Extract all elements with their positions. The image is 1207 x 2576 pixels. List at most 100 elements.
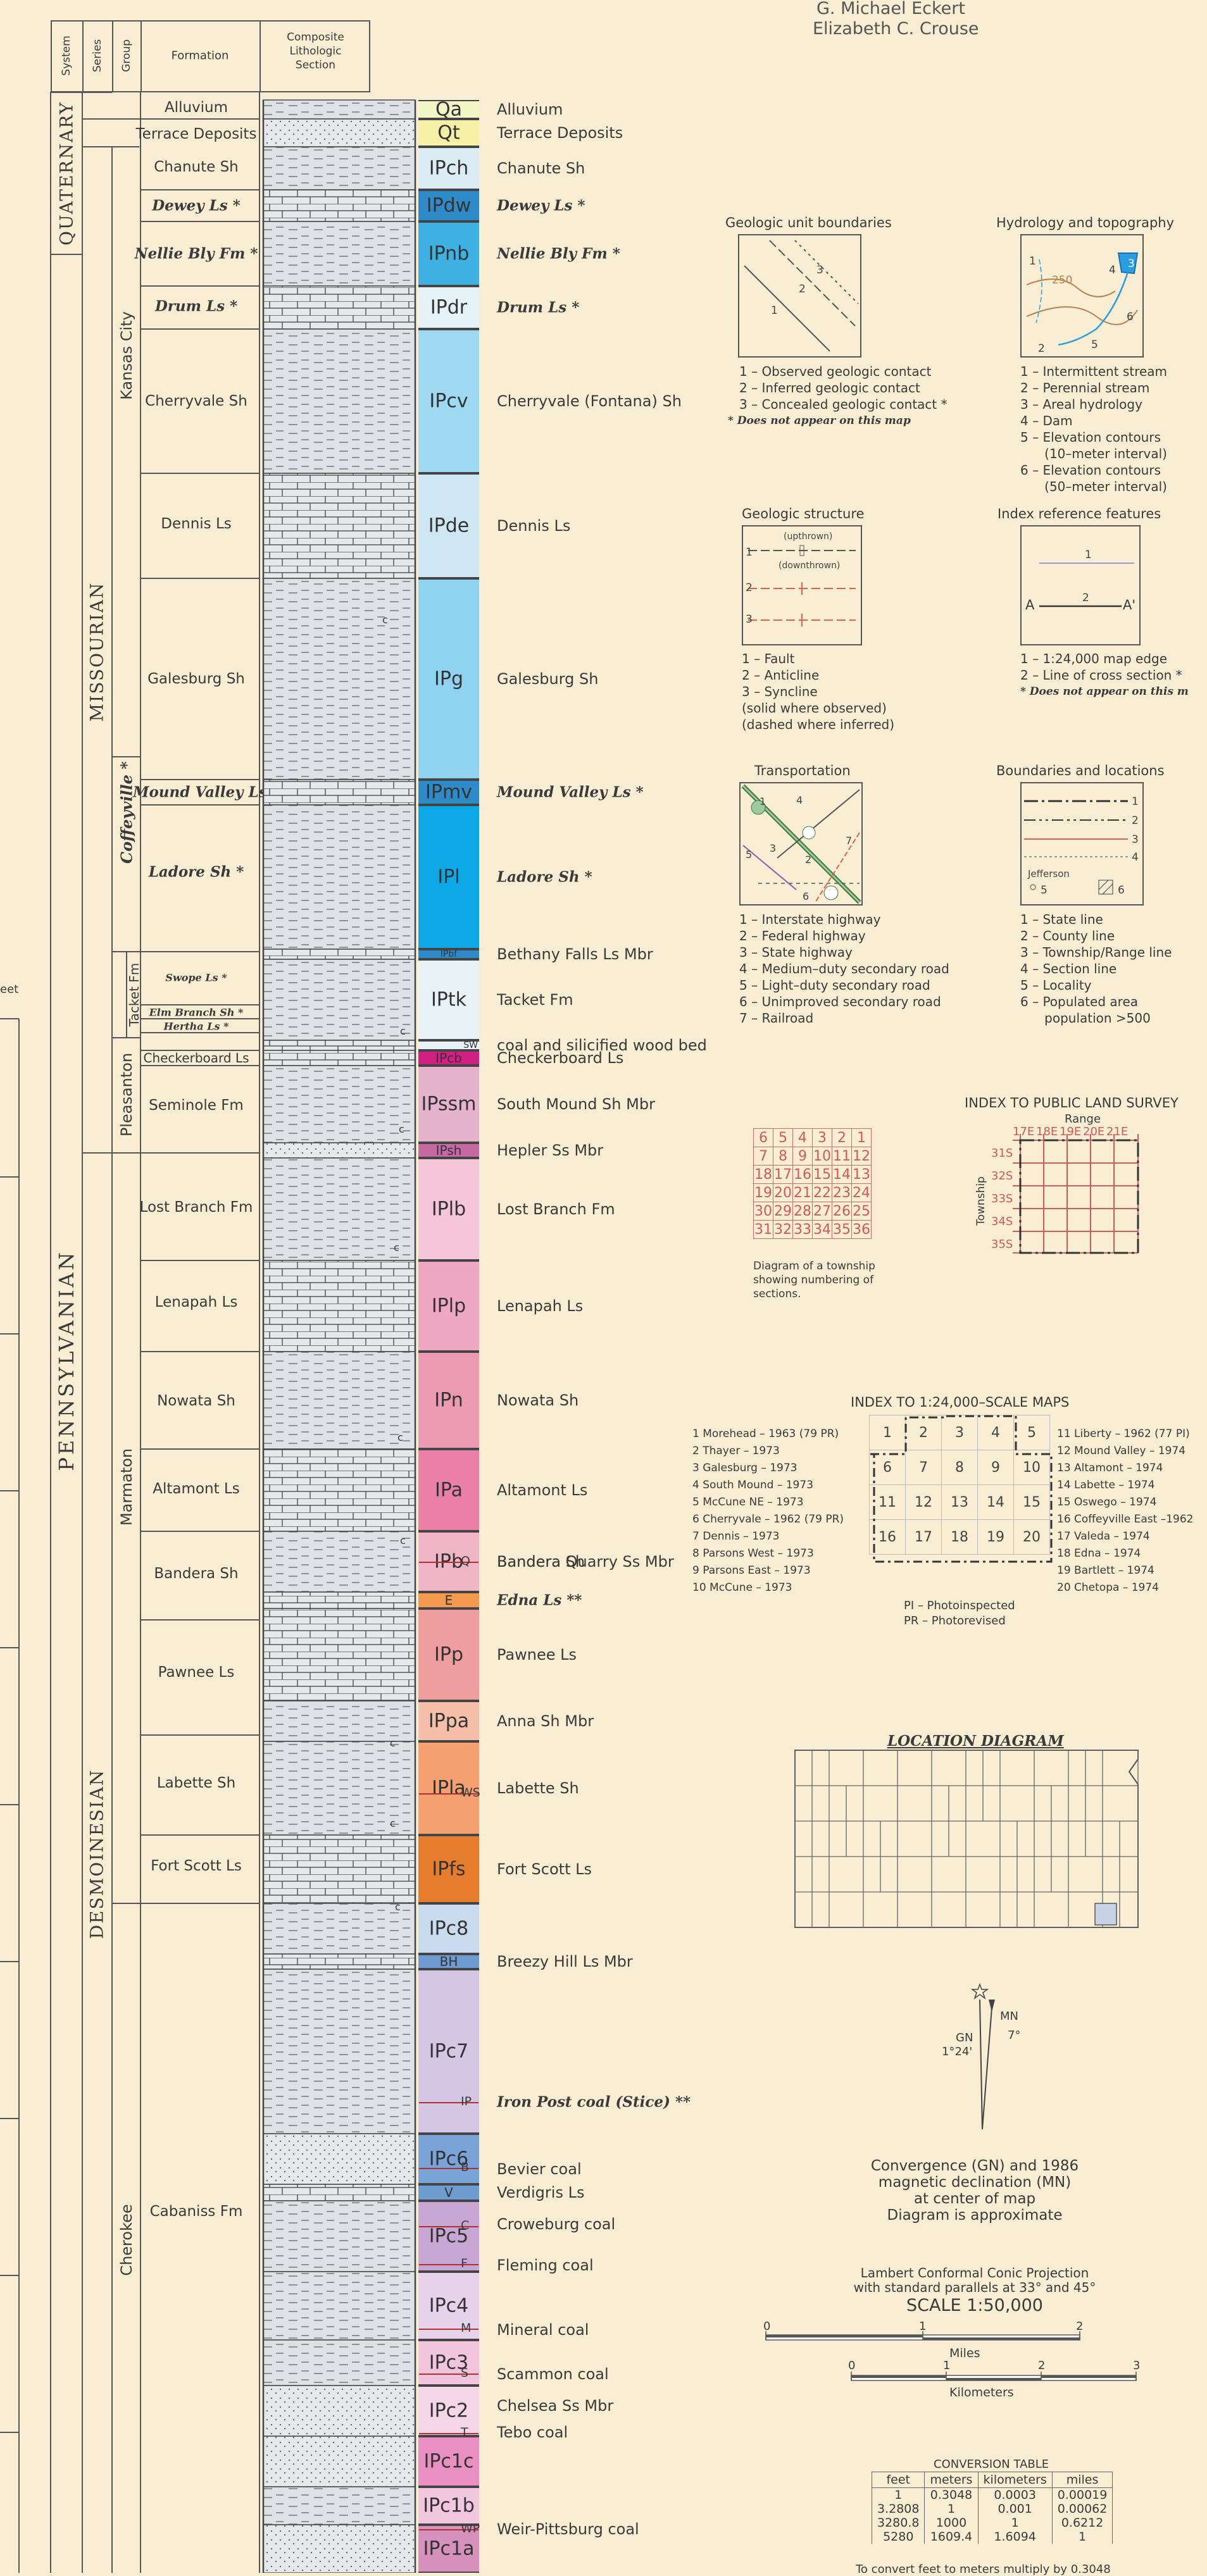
svg-text:2: 2 <box>1038 342 1045 355</box>
plss-range: 21E <box>1106 1126 1128 1138</box>
map-unit-name: Chanute Sh <box>497 159 585 177</box>
legend-item: 2 – Federal highway <box>739 928 866 944</box>
coal-marker: c <box>395 1901 401 1913</box>
svg-text:4: 4 <box>1132 851 1139 864</box>
map-unit-name: Alluvium <box>497 101 563 118</box>
township-section: 25 <box>852 1202 872 1221</box>
legend-item: 2 – Anticline <box>742 667 819 683</box>
legend-item: 6 – Elevation contours <box>1020 462 1161 478</box>
township-section: 8 <box>773 1147 793 1166</box>
township-section: 32 <box>773 1221 793 1239</box>
legend-item: 1 – Observed geologic contact <box>739 363 932 380</box>
north-caption: at center of map <box>914 2191 1035 2207</box>
scale-tick: 3 <box>1133 2359 1140 2372</box>
township-section: 31 <box>754 1221 773 1239</box>
bed-marker-line <box>419 2226 478 2227</box>
section-label-a: A <box>1025 597 1034 613</box>
map-unit-box: BH <box>418 1954 479 1969</box>
map-unit-name: Mound Valley Ls * <box>497 784 644 801</box>
formation-name: Cabaniss Fm <box>133 2203 260 2220</box>
map-unit-name: Anna Sh Mbr <box>497 1712 594 1730</box>
scale-tick: 1 <box>919 2320 926 2333</box>
plss-range: 19E <box>1060 1126 1081 1138</box>
formation-name: Cherryvale Sh <box>133 393 260 409</box>
bed-marker-label: WP <box>461 2522 480 2536</box>
bed-marker-line <box>419 2374 478 2375</box>
north-caption: Convergence (GN) and 1986 <box>871 2158 1079 2174</box>
conversion-cell: 1609.4 <box>925 2530 978 2544</box>
map-unit-name: South Mound Sh Mbr <box>497 1095 655 1113</box>
map-unit-name: Hepler Ss Mbr <box>497 1142 603 1159</box>
legend-note: * Does not appear on this map <box>728 413 911 429</box>
svg-text:6: 6 <box>1127 311 1134 323</box>
svg-text:1: 1 <box>746 546 753 559</box>
map-unit-box: IPdr <box>418 286 479 329</box>
township-section: 27 <box>813 1202 832 1221</box>
map-unit-name: Lenapah Ls <box>497 1297 583 1315</box>
map-unit-symbol: IPdr <box>418 297 479 319</box>
svg-text:3: 3 <box>816 264 823 277</box>
formation-name: Seminole Fm <box>133 1097 260 1114</box>
map-unit-symbol: IPbf <box>418 949 479 959</box>
legend-note: * Does not appear on this m <box>1020 683 1189 700</box>
composite-outline <box>261 92 419 2573</box>
quad-map-entry: 19 Bartlett – 1974 <box>1057 1564 1154 1577</box>
group-kansas-city: Kansas City <box>118 311 135 400</box>
legend-item: 2 – Inferred geologic contact <box>739 380 920 396</box>
index24k-title: INDEX TO 1:24,000–SCALE MAPS <box>851 1395 1069 1410</box>
map-unit-symbol: IPde <box>418 515 479 537</box>
conversion-header: kilometers <box>978 2472 1052 2488</box>
plss-township-label: Township <box>975 1176 987 1226</box>
legend-item: 4 – Section line <box>1020 961 1116 977</box>
svg-text:7: 7 <box>846 835 852 847</box>
svg-text:5: 5 <box>1041 884 1048 897</box>
legend-item: population >500 <box>1020 1010 1151 1026</box>
map-unit-box: IPc3 <box>418 2340 479 2386</box>
conversion-cell: 3280.8 <box>872 2516 925 2530</box>
formation-name: Lenapah Ls <box>133 1294 260 1310</box>
bed-name: Iron Post coal (Stice) ** <box>497 2094 691 2111</box>
conversion-header: feet <box>872 2472 925 2488</box>
map-unit-symbol: IPdw <box>418 195 479 217</box>
plss-range: 17E <box>1013 1126 1034 1138</box>
quad-map-entry: 15 Oswego – 1974 <box>1057 1496 1156 1509</box>
conversion-cell: 1 <box>925 2502 978 2516</box>
formation-name: Lost Branch Fm <box>133 1199 260 1216</box>
svg-text:3: 3 <box>746 613 753 626</box>
formation-name: Terrace Deposits <box>133 126 260 142</box>
map-unit-name: Bethany Falls Ls Mbr <box>497 945 653 963</box>
township-section: 12 <box>852 1147 872 1166</box>
legend-item: 1 – Fault <box>742 650 794 667</box>
plss-range: 20E <box>1083 1126 1104 1138</box>
map-unit-symbol: IPc2 <box>418 2400 479 2422</box>
map-unit-box: V <box>418 2184 479 2201</box>
map-unit-box: IPdw <box>418 190 479 221</box>
bed-marker-label: T <box>461 2425 468 2439</box>
svg-text:4: 4 <box>796 794 803 806</box>
township-diagram: 6543217891011121817161514131920212223243… <box>753 1128 872 1239</box>
map-unit-symbol: Qt <box>418 122 479 144</box>
map-unit-symbol: IPl <box>418 866 479 888</box>
legend-title: Index reference features <box>997 506 1161 521</box>
conversion-cell: 0.6212 <box>1052 2516 1113 2530</box>
svg-text:1: 1 <box>1132 795 1139 808</box>
legend-item: 7 – Railroad <box>739 1010 813 1026</box>
formation-name: Chanute Sh <box>133 159 260 175</box>
township-section: 17 <box>773 1166 793 1184</box>
legend-item: 1 – Interstate highway <box>739 911 880 928</box>
map-unit-symbol: IPc1c <box>418 2451 479 2473</box>
formation-name: Fort Scott Ls <box>133 1858 260 1874</box>
bed-marker-label: M <box>461 2321 471 2335</box>
conversion-cell: 1000 <box>925 2516 978 2530</box>
township-section: 19 <box>754 1184 773 1202</box>
conversion-cell: 0.00019 <box>1052 2488 1113 2503</box>
conversion-cell: 1 <box>978 2516 1052 2530</box>
formation-name: Pawnee Ls <box>133 1664 260 1681</box>
formation-name: Dennis Ls <box>133 516 260 532</box>
map-unit-box: IPtk <box>418 959 479 1040</box>
map-unit-box: Qa <box>418 100 479 119</box>
map-unit-name: Altamont Ls <box>497 1481 587 1499</box>
svg-text:5: 5 <box>1091 339 1098 351</box>
map-unit-symbol: IPn <box>418 1390 479 1412</box>
township-section: 7 <box>754 1147 773 1166</box>
